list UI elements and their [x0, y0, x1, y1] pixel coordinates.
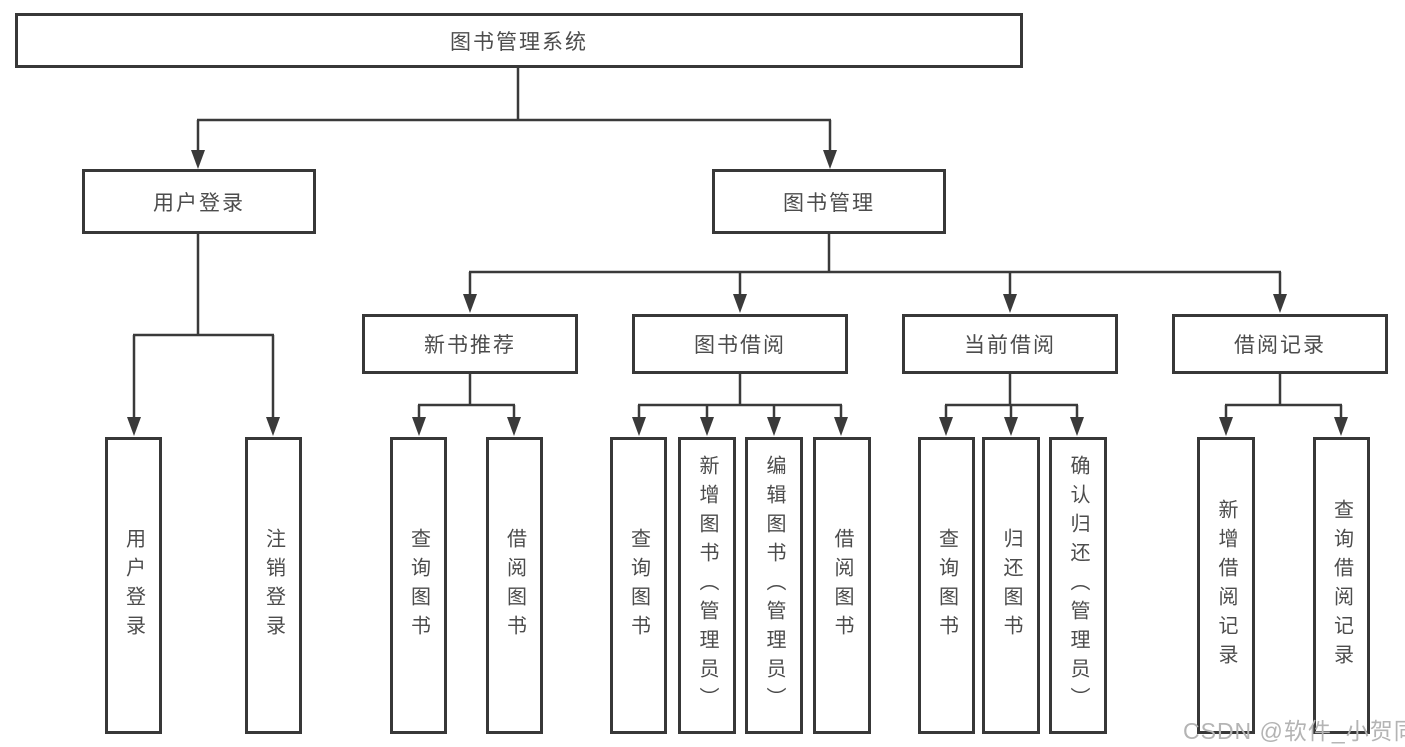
leaf-add-borrow-record: 新增借阅记录 [1197, 437, 1255, 734]
arrowhead-icon [939, 417, 953, 436]
node-book-borrow: 图书借阅 [632, 314, 848, 374]
arrowhead-icon [1070, 417, 1084, 436]
leaf-label: 编辑图书（管理员） [763, 455, 785, 716]
leaf-confirm-return-admin: 确认归还（管理员） [1049, 437, 1107, 734]
leaf-label: 新增借阅记录 [1215, 498, 1237, 673]
arrowhead-icon [191, 150, 205, 169]
node-label: 图书管理 [783, 191, 875, 215]
node-new-book-recommend: 新书推荐 [362, 314, 578, 374]
arrowhead-icon [632, 417, 646, 436]
node-label: 新书推荐 [424, 334, 516, 357]
leaf-label: 查询图书 [935, 527, 958, 644]
leaf-user-login: 用户登录 [105, 437, 162, 734]
leaf-edit-books-admin: 编辑图书（管理员） [745, 437, 803, 734]
leaf-logout: 注销登录 [245, 437, 302, 734]
leaf-label: 借阅图书 [503, 527, 526, 644]
arrowhead-icon [700, 417, 714, 436]
leaf-query-books-borrow: 查询图书 [610, 437, 667, 734]
arrowhead-icon [1004, 417, 1018, 436]
csdn-watermark: CSDN @软件_小贺同学 [1183, 718, 1405, 744]
leaf-label: 归还图书 [1000, 527, 1022, 644]
leaf-label: 查询图书 [627, 527, 650, 644]
arrowhead-icon [834, 417, 848, 436]
node-label: 当前借阅 [964, 334, 1056, 357]
leaf-label: 用户登录 [122, 527, 145, 644]
node-label: 借阅记录 [1234, 334, 1326, 357]
node-book-management: 图书管理 [712, 169, 946, 234]
leaf-label: 查询借阅记录 [1330, 498, 1353, 673]
arrowhead-icon [507, 417, 521, 436]
leaf-label: 注销登录 [262, 527, 285, 644]
leaf-query-borrow-record: 查询借阅记录 [1313, 437, 1370, 734]
leaf-label: 借阅图书 [831, 527, 853, 644]
node-current-borrow: 当前借阅 [902, 314, 1118, 374]
node-borrow-records: 借阅记录 [1172, 314, 1388, 374]
node-user-login: 用户登录 [82, 169, 316, 234]
leaf-label: 确认归还（管理员） [1067, 455, 1089, 716]
leaf-borrow-books-recommend: 借阅图书 [486, 437, 543, 734]
arrowhead-icon [266, 417, 280, 436]
arrowhead-icon [823, 150, 837, 169]
leaf-return-books: 归还图书 [982, 437, 1040, 734]
leaf-borrow-books: 借阅图书 [813, 437, 871, 734]
arrowhead-icon [1219, 417, 1233, 436]
arrowhead-icon [1334, 417, 1348, 436]
node-label: 用户登录 [153, 191, 245, 215]
arrowhead-icon [127, 417, 141, 436]
node-label: 图书管理系统 [450, 30, 588, 54]
leaf-query-books-current: 查询图书 [918, 437, 975, 734]
arrowhead-icon [412, 417, 426, 436]
leaf-add-books-admin: 新增图书（管理员） [678, 437, 736, 734]
leaf-label: 查询图书 [407, 527, 430, 644]
arrowhead-icon [1003, 294, 1017, 313]
node-label: 图书借阅 [694, 334, 786, 357]
arrowhead-icon [733, 294, 747, 313]
leaf-label: 新增图书（管理员） [696, 455, 718, 716]
arrowhead-icon [767, 417, 781, 436]
leaf-query-books-recommend: 查询图书 [390, 437, 447, 734]
arrowhead-icon [1273, 294, 1287, 313]
arrowhead-icon [463, 294, 477, 313]
